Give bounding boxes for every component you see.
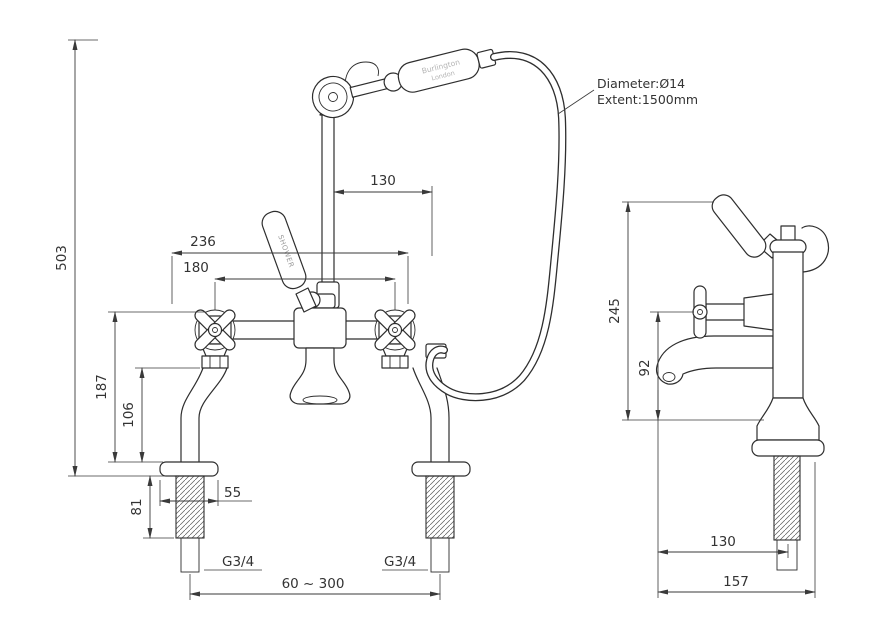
dim-spout-reach: 130 — [710, 534, 736, 550]
centre-body-block — [293, 307, 347, 349]
dim-flange-width: 55 — [224, 485, 241, 501]
side-spout-mouth — [662, 372, 676, 382]
dim-overall-height: 503 — [54, 245, 70, 271]
shower-hose — [425, 51, 567, 402]
dim-overall-depth: 157 — [723, 574, 749, 590]
hose-note: Diameter:Ø14 Extent:1500mm — [557, 76, 698, 115]
cross-handle-right — [374, 309, 416, 351]
dim-handle-centres: 180 — [183, 260, 209, 276]
side-spout — [655, 335, 774, 385]
hose-note-line1: Diameter:Ø14 — [597, 76, 685, 91]
dim-inlet-centres-range: 60 ~ 300 — [282, 576, 345, 592]
side-flange — [751, 439, 825, 457]
cold-indicator — [392, 327, 398, 333]
thread-size-right: G3/4 — [384, 554, 416, 570]
diverter-lever: SHOWER — [261, 210, 317, 313]
dim-handle-height: 92 — [637, 359, 653, 376]
left-flange — [159, 461, 219, 477]
thread-size-left: G3/4 — [222, 554, 254, 570]
front-dimensions: 503 130 236 180 187 106 81 55 — [53, 39, 441, 600]
side-column — [772, 251, 804, 399]
right-flange — [411, 461, 471, 477]
hot-indicator — [212, 327, 218, 333]
spout — [289, 347, 351, 405]
hose-note-line2: Extent:1500mm — [597, 92, 698, 107]
dim-tail-length: 81 — [129, 498, 145, 515]
dim-overall-width: 236 — [190, 234, 216, 250]
dim-hose-offset: 130 — [370, 173, 396, 189]
dim-body-height: 187 — [94, 374, 110, 400]
dim-leg-height: 106 — [121, 402, 137, 428]
side-cradle-hook — [801, 225, 829, 273]
leader-line — [557, 89, 595, 115]
left-threaded-tail — [175, 475, 205, 573]
handset: Burlington London — [311, 48, 497, 119]
side-dimensions: 245 92 130 157 — [606, 201, 816, 598]
shower-head — [311, 75, 355, 119]
side-cross-handle — [692, 285, 774, 339]
side-threaded-tail — [773, 455, 801, 571]
spout-mouth — [302, 395, 338, 405]
right-leg — [412, 367, 450, 463]
cradle-hook — [344, 61, 379, 97]
side-view — [655, 194, 829, 571]
side-base-bell — [756, 397, 820, 441]
left-leg — [180, 367, 228, 463]
dim-side-height: 245 — [607, 298, 623, 324]
front-view: SHOWER — [159, 48, 567, 573]
right-threaded-tail — [425, 475, 455, 573]
